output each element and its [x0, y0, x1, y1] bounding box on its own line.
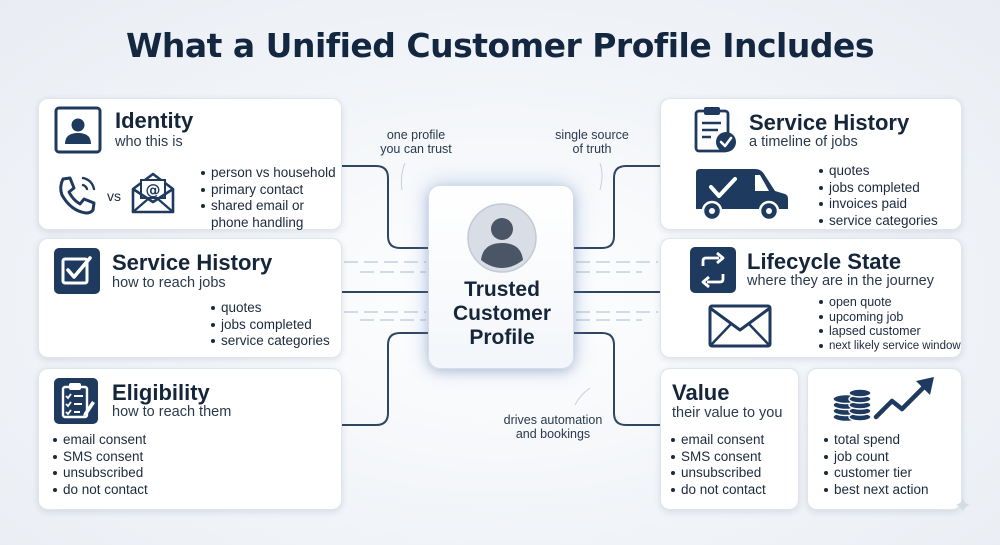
- cycle-arrows-icon: [689, 246, 737, 299]
- list-item: best next action: [824, 482, 929, 499]
- service-history-left-heading: Service History: [112, 250, 272, 276]
- delivery-van-icon: [693, 165, 791, 228]
- trusted-customer-profile-card: Trusted Customer Profile: [428, 185, 574, 369]
- lifecycle-state-card: Lifecycle State where they are in the jo…: [660, 238, 962, 358]
- service-history-left-bullets: quotes jobs completed service categories: [211, 300, 330, 350]
- sparkle-icon: ✦: [954, 493, 972, 519]
- list-item: service categories: [211, 333, 330, 350]
- list-item: customer tier: [824, 465, 929, 482]
- value-bullets: email consent SMS consent unsubscribed d…: [671, 432, 766, 499]
- list-item: shared email or: [201, 198, 336, 215]
- list-item: email consent: [671, 432, 766, 449]
- service-history-left-card: Service History how to reach jobs quotes…: [38, 238, 342, 358]
- list-item: SMS consent: [53, 449, 148, 466]
- service-history-right-bullets: quotes jobs completed invoices paid serv…: [819, 163, 938, 230]
- list-item: unsubscribed: [53, 465, 148, 482]
- list-item: SMS consent: [671, 449, 766, 466]
- list-item: upcoming job: [819, 310, 961, 325]
- list-item: total spend: [824, 432, 929, 449]
- service-history-left-subtitle: how to reach jobs: [112, 275, 226, 291]
- clipboard-check-icon: [693, 105, 739, 160]
- connector-eligibility: [342, 333, 428, 425]
- list-item: lapsed customer: [819, 324, 961, 339]
- list-item: unsubscribed: [671, 465, 766, 482]
- identity-heading: Identity: [115, 108, 193, 134]
- service-history-right-heading: Service History: [749, 110, 909, 136]
- avatar-icon: [466, 202, 538, 279]
- eligibility-card: Eligibility how to reach them email cons…: [38, 368, 342, 510]
- envelope-icon: [707, 303, 773, 354]
- clipboard-checklist-icon: [53, 377, 99, 430]
- svg-text:@: @: [146, 181, 161, 199]
- service-history-right-subtitle: a timeline of jobs: [749, 134, 858, 150]
- eligibility-subtitle: how to reach them: [112, 404, 231, 420]
- identity-bullets: person vs household primary contact shar…: [201, 165, 336, 232]
- identity-subtitle: who this is: [115, 134, 183, 150]
- list-item: job count: [824, 449, 929, 466]
- value-metrics-card: total spend job count customer tier best…: [807, 368, 962, 510]
- connector-identity: [342, 166, 428, 248]
- phone-icon: [55, 173, 101, 222]
- list-item: jobs completed: [819, 180, 938, 197]
- note-single-source: single source of truth: [540, 128, 644, 156]
- list-item: service categories: [819, 213, 938, 230]
- email-envelope-icon: @: [129, 171, 177, 220]
- vs-label: vs: [107, 188, 121, 204]
- lifecycle-bullets: open quote upcoming job lapsed customer …: [819, 295, 961, 353]
- note-drives-automation: drives automation and bookings: [486, 413, 620, 441]
- value-heading: Value: [672, 380, 729, 406]
- identity-card: Identity who this is vs @ person vs hous…: [38, 98, 342, 230]
- coins-growth-icon: [830, 375, 940, 430]
- value-metrics-bullets: total spend job count customer tier best…: [824, 432, 929, 499]
- note-one-profile: one profile you can trust: [368, 128, 464, 156]
- list-item: email consent: [53, 432, 148, 449]
- list-item: open quote: [819, 295, 961, 310]
- list-item: jobs completed: [211, 317, 330, 334]
- list-item: quotes: [211, 300, 330, 317]
- list-item: do not contact: [53, 482, 148, 499]
- list-item: do not contact: [671, 482, 766, 499]
- list-item: person vs household: [201, 165, 336, 182]
- connector-service-right: [574, 166, 660, 248]
- list-item: phone handling: [201, 215, 336, 232]
- list-item: primary contact: [201, 182, 336, 199]
- list-item: next likely service window: [819, 339, 961, 354]
- person-card-icon: [54, 106, 102, 159]
- eligibility-heading: Eligibility: [112, 380, 210, 406]
- checkbox-icon: [53, 247, 101, 300]
- value-subtitle: their value to you: [672, 405, 782, 421]
- connector-value: [574, 333, 660, 425]
- list-item: invoices paid: [819, 196, 938, 213]
- value-card: Value their value to you email consent S…: [660, 368, 799, 510]
- list-item: quotes: [819, 163, 938, 180]
- center-label: Trusted Customer Profile: [429, 278, 575, 350]
- lifecycle-heading: Lifecycle State: [747, 249, 901, 275]
- eligibility-bullets: email consent SMS consent unsubscribed d…: [53, 432, 148, 499]
- lifecycle-subtitle: where they are in the journey: [747, 273, 934, 289]
- service-history-right-card: Service History a timeline of jobs quote…: [660, 98, 962, 230]
